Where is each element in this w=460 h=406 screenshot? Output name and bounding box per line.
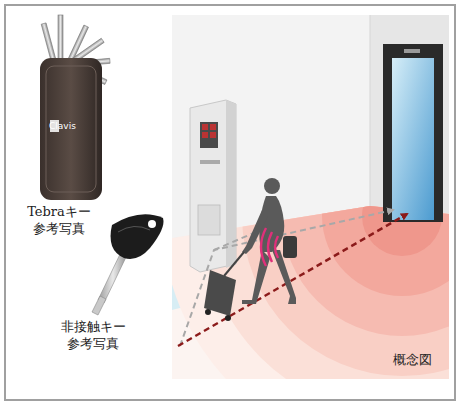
brand-logo: Clavis [49, 121, 95, 132]
figure-note: 概念図 [382, 351, 442, 368]
lobby-scene [172, 15, 449, 379]
photo-caption: 非接触キー 参考写真 [56, 318, 130, 352]
contactless-key-photo [92, 214, 163, 315]
photo-caption: Tebraキー 参考写真 [22, 203, 96, 237]
tebra-key-photo [40, 15, 110, 200]
